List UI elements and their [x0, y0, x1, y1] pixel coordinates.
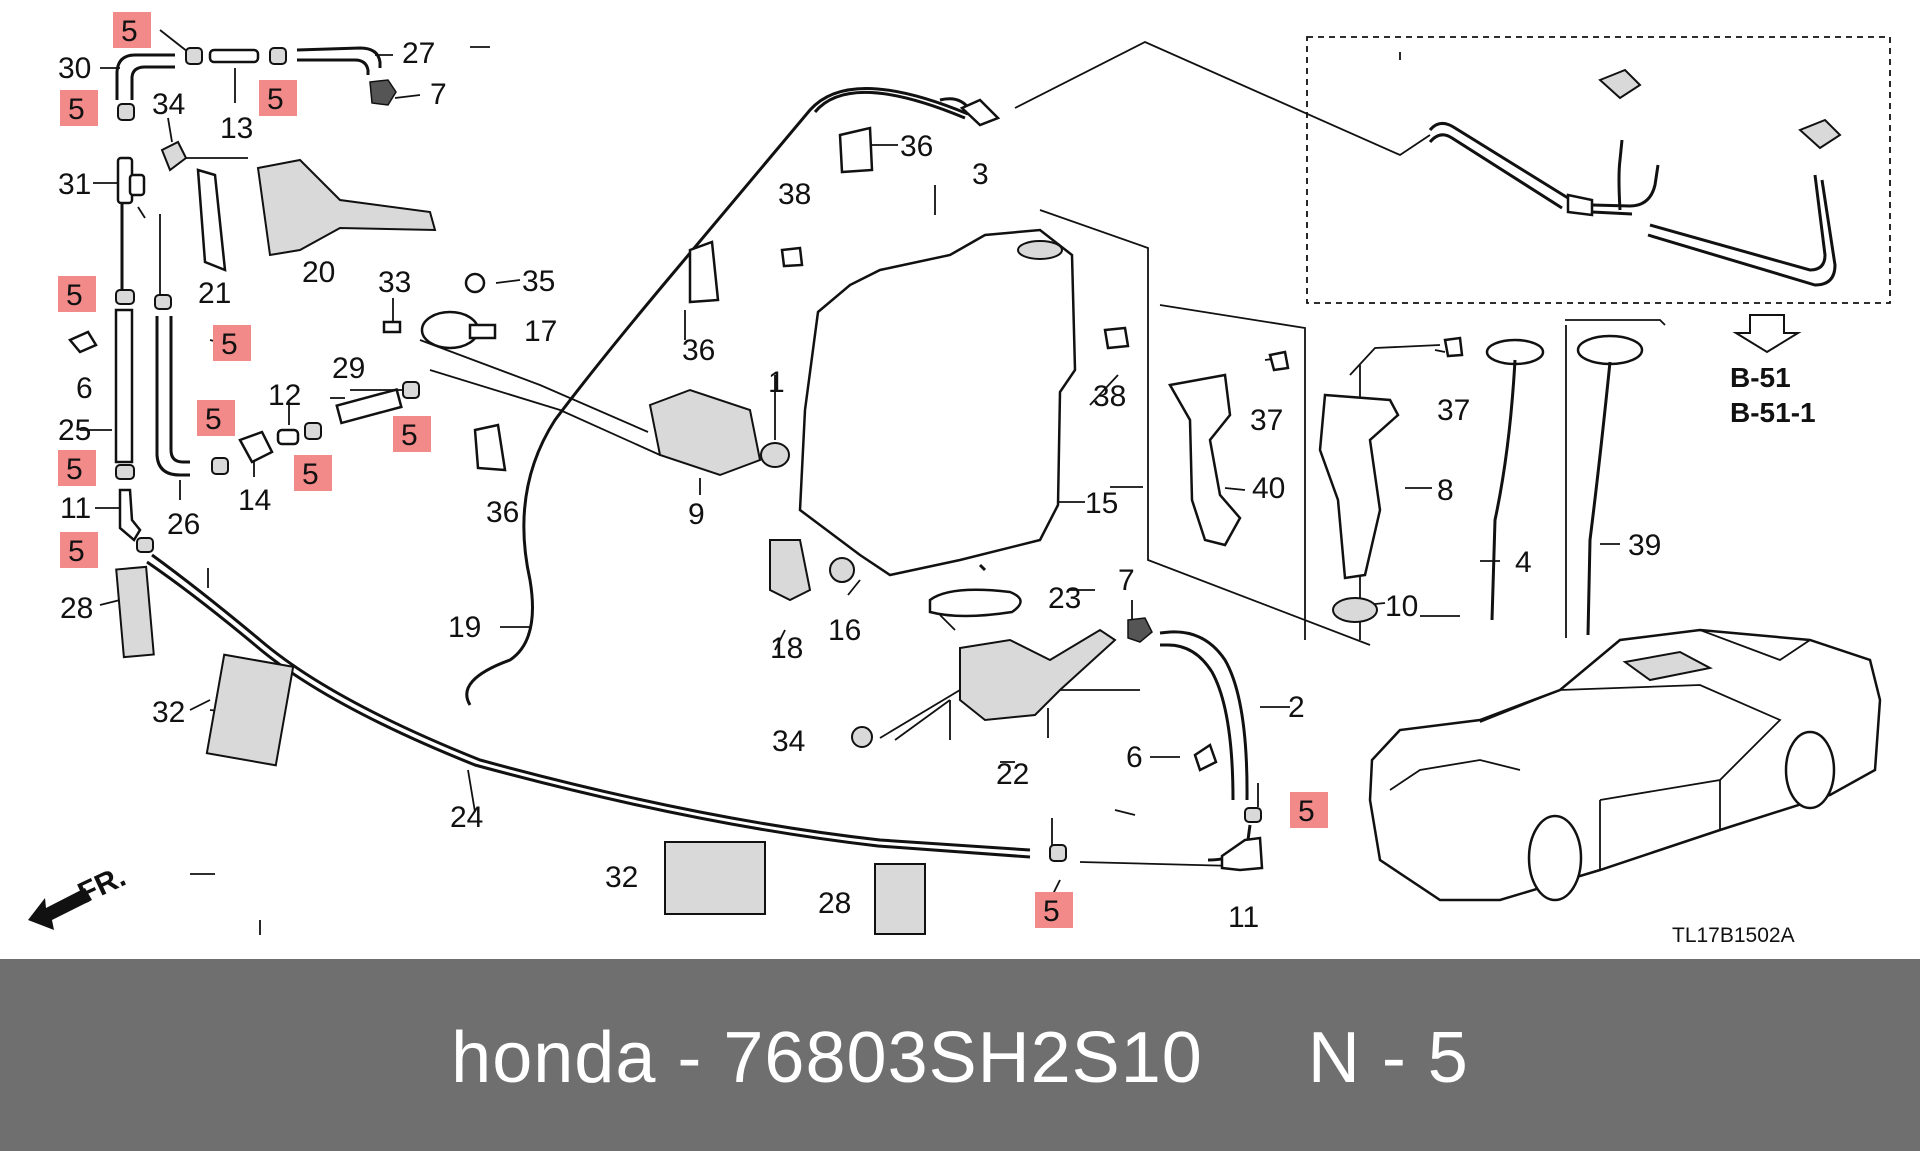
callout-33: 33 [378, 266, 411, 299]
callout-5: 5 [66, 453, 83, 486]
callout-36: 36 [486, 496, 519, 529]
callout-23: 23 [1048, 582, 1081, 615]
callout-7: 7 [430, 78, 447, 111]
callout-38: 38 [1093, 380, 1126, 413]
callout-37: 37 [1437, 394, 1470, 427]
callout-27: 27 [402, 37, 435, 70]
separator: - [677, 1018, 703, 1098]
callout-16: 16 [828, 614, 861, 647]
callout-11: 11 [1228, 901, 1259, 934]
callout-40: 40 [1252, 472, 1285, 505]
callout-32: 32 [605, 861, 638, 894]
callout-37: 37 [1250, 404, 1283, 437]
callout-32: 32 [152, 696, 185, 729]
callout-5: 5 [401, 419, 418, 452]
callout-24: 24 [450, 801, 483, 834]
callout-5: 5 [66, 279, 83, 312]
callout-15: 15 [1085, 487, 1118, 520]
cross-ref-b51-1: B-51-1 [1730, 397, 1816, 428]
drawing-code: TL17B1502A [1672, 924, 1795, 947]
callout-6: 6 [76, 372, 93, 405]
cross-ref-b51: B-51 [1730, 362, 1791, 393]
hoses [114, 46, 1837, 862]
callout-5: 5 [302, 458, 319, 491]
callout-5: 5 [68, 535, 85, 568]
callout-5: 5 [205, 403, 222, 436]
callout-12: 12 [268, 379, 301, 412]
callout-5: 5 [221, 328, 238, 361]
callout-25: 25 [58, 414, 91, 447]
callout-39: 39 [1628, 529, 1661, 562]
callout-35: 35 [522, 265, 555, 298]
callout-28: 28 [60, 592, 93, 625]
highlight-boxes [58, 12, 1328, 928]
callout-5: 5 [1043, 895, 1060, 928]
callout-19: 19 [448, 611, 481, 644]
callout-11: 11 [60, 492, 91, 525]
callout-28: 28 [818, 887, 851, 920]
callout-26: 26 [167, 508, 200, 541]
callout-2: 2 [1288, 691, 1305, 724]
optional-parts-box [1306, 36, 1891, 304]
callout-8: 8 [1437, 474, 1454, 507]
callout-38: 38 [778, 178, 811, 211]
callout-6: 6 [1126, 741, 1143, 774]
callout-21: 21 [198, 277, 231, 310]
callout-5: 5 [121, 15, 138, 48]
callout-labels: 5 5 5 5 5 5 5 5 5 5 5 5 30 27 7 34 13 31… [58, 15, 1661, 934]
footer-caption: honda - 76803SH2S10 N - 5 [0, 1017, 1920, 1099]
callout-18: 18 [770, 632, 803, 665]
car-illustration [1368, 628, 1882, 902]
callout-34: 34 [772, 725, 805, 758]
callout-4: 4 [1515, 546, 1532, 579]
footer-banner: honda - 76803SH2S10 N - 5 [0, 959, 1920, 1151]
callout-17: 17 [524, 315, 557, 348]
callout-20: 20 [302, 256, 335, 289]
brand-name: honda [451, 1018, 657, 1098]
callout-22: 22 [996, 758, 1029, 791]
callout-10: 10 [1385, 590, 1418, 623]
callout-1: 1 [768, 366, 785, 399]
callout-29: 29 [332, 352, 365, 385]
callout-31: 31 [58, 168, 91, 201]
front-direction-arrow-icon [28, 888, 92, 930]
callout-14: 14 [238, 484, 271, 517]
down-arrow-icon [1732, 314, 1802, 354]
callout-3: 3 [972, 158, 989, 191]
part-shapes [67, 47, 1842, 935]
callout-34: 34 [152, 88, 185, 121]
callout-36: 36 [900, 130, 933, 163]
callout-5: 5 [267, 83, 284, 116]
callout-5: 5 [68, 93, 85, 126]
position-label: N - 5 [1307, 1018, 1469, 1098]
parts-diagram: FR. 5 5 5 5 5 5 5 5 5 5 [28, 12, 1891, 947]
callout-9: 9 [688, 498, 705, 531]
callout-30: 30 [58, 52, 91, 85]
callout-7: 7 [1118, 564, 1135, 597]
callout-36: 36 [682, 334, 715, 367]
callout-5: 5 [1298, 795, 1315, 828]
part-number: 76803SH2S10 [723, 1018, 1203, 1098]
callout-13: 13 [220, 112, 253, 145]
